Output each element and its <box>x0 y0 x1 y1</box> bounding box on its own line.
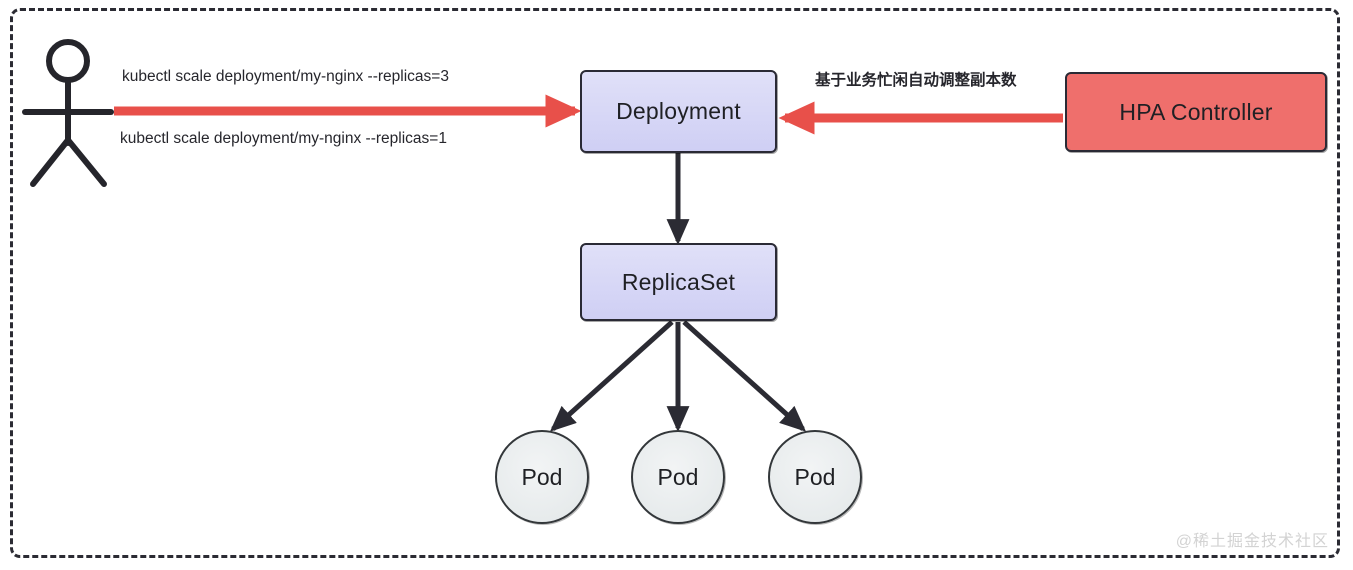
node-hpa-controller[interactable]: HPA Controller <box>1065 72 1327 152</box>
edge-label-hpa-autoscale: 基于业务忙闲自动调整副本数 <box>815 72 1017 89</box>
node-pod-3[interactable]: Pod <box>768 430 862 524</box>
edge-replicaset-to-pod3 <box>682 320 807 432</box>
node-replicaset[interactable]: ReplicaSet <box>580 243 777 321</box>
diagram-boundary <box>10 8 1340 558</box>
edge-label-scale-down: kubectl scale deployment/my-nginx --repl… <box>120 130 447 147</box>
actor-head <box>46 39 90 83</box>
node-pod-1-label: Pod <box>521 463 563 490</box>
watermark: @稀土掘金技术社区 <box>1175 533 1329 550</box>
node-replicaset-label: ReplicaSet <box>621 268 736 295</box>
node-pod-3-label: Pod <box>794 463 836 490</box>
node-deployment[interactable]: Deployment <box>580 70 777 153</box>
node-pod-2[interactable]: Pod <box>631 430 725 524</box>
node-hpa-controller-label: HPA Controller <box>1119 98 1273 125</box>
node-deployment-label: Deployment <box>616 98 741 124</box>
actor-left-leg <box>30 137 71 187</box>
edge-replicaset-to-pod1 <box>549 320 674 432</box>
node-pod-2-label: Pod <box>657 463 699 490</box>
edge-label-scale-up: kubectl scale deployment/my-nginx --repl… <box>122 68 449 85</box>
actor-right-leg <box>65 137 107 187</box>
user-actor-icon <box>22 39 114 187</box>
node-pod-1[interactable]: Pod <box>495 430 589 524</box>
